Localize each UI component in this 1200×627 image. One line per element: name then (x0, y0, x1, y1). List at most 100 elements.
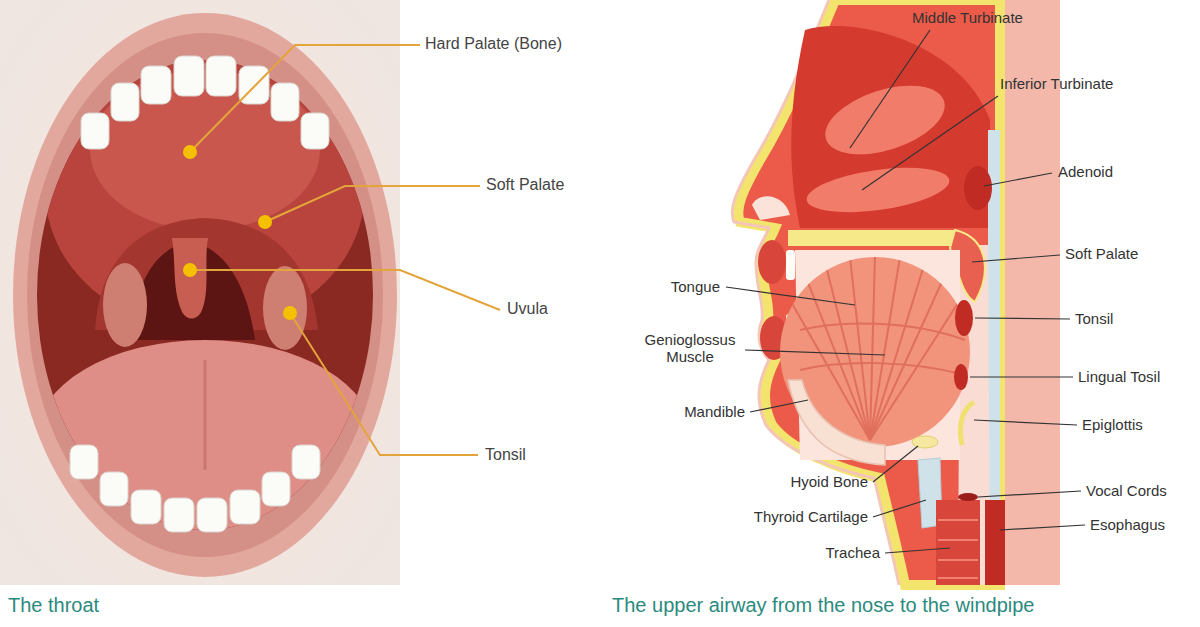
figure-caption: The throat (8, 594, 99, 617)
leader-lines-part (850, 30, 930, 148)
leader-lines (726, 30, 1085, 553)
tonsil-shape (955, 300, 973, 336)
leader-lines-part (745, 350, 885, 355)
upper-teeth-part (111, 83, 139, 121)
part-label: Hyoid Bone (790, 473, 868, 490)
figure-caption: The upper airway from the nose to the wi… (612, 594, 1034, 617)
leader-lines-part (984, 173, 1052, 186)
marker-dots-part (183, 263, 197, 277)
part-label: Hard Palate (Bone) (425, 35, 562, 53)
nostril (752, 196, 790, 220)
part-label: Uvula (507, 300, 548, 318)
part-label: Soft Palate (486, 176, 564, 194)
part-label: Lingual Tosil (1078, 368, 1160, 385)
tongue-striation-part (825, 262, 870, 440)
palate (45, 50, 365, 330)
marker-dots-part (258, 215, 272, 229)
leader-lines-part (974, 420, 1077, 425)
part-label: Adenoid (1058, 163, 1113, 180)
trachea-rings-part (938, 559, 978, 561)
leader-lines-part (265, 186, 480, 222)
part-label: Tonsil (485, 446, 526, 464)
hard-palate (90, 70, 320, 230)
lower-teeth (70, 445, 320, 532)
leader-lines-part (970, 376, 1073, 377)
leader-lines-part (190, 45, 420, 152)
lower-teeth-part (164, 498, 194, 532)
leader-lines (190, 45, 500, 455)
lower-teeth-part (292, 445, 320, 479)
mouth-inside (35, 50, 375, 540)
marker-dots (183, 145, 297, 320)
adenoid-shape (964, 166, 992, 210)
upper-teeth-part (141, 66, 171, 104)
tongue-striation-part (870, 262, 925, 440)
leader-lines-part (873, 446, 918, 482)
upper-teeth-part (206, 56, 236, 96)
leader-lines-part (873, 500, 926, 517)
marker-dots-part (183, 145, 197, 159)
leader-lines-part (978, 491, 1081, 497)
hard-palate-bone (788, 230, 955, 246)
turbinate-shape (817, 72, 953, 167)
part-label: Mandible (684, 403, 745, 420)
lip-inner (27, 33, 383, 557)
upper-teeth-part (271, 83, 299, 121)
leader-lines-part (1000, 525, 1085, 530)
leader-lines-part (190, 270, 500, 310)
leader-lines-part (290, 313, 478, 455)
lower-teeth-part (70, 445, 98, 479)
tonsil-shape (263, 266, 307, 350)
upper-tooth (786, 250, 795, 280)
upper-teeth-part (81, 113, 109, 149)
part-label: Esophagus (1090, 516, 1165, 533)
turbinate-shape (804, 160, 952, 220)
tongue-striation-part (870, 257, 900, 440)
tongue-shape (35, 340, 375, 540)
mouth-illustration (0, 0, 500, 585)
nasal-cavity (791, 26, 990, 228)
upper-lip (758, 240, 786, 284)
mandible-bone (788, 380, 885, 465)
lower-teeth-part (262, 472, 290, 506)
epiglottis-shape (961, 402, 975, 445)
head-tissue (738, 0, 1000, 585)
face-skin (0, 0, 400, 585)
leader-lines-part (750, 400, 808, 412)
tongue-groove (204, 360, 207, 470)
tonsil-shape (103, 263, 147, 347)
upper-teeth-part (301, 113, 329, 149)
leader-lines-part (862, 96, 998, 190)
tongue-striation-part (800, 363, 965, 375)
trachea-rings-part (938, 577, 978, 579)
tongue-striation-part (850, 257, 870, 440)
trachea-rings-part (938, 519, 978, 521)
lips (13, 13, 397, 577)
vocal-cords-shape (958, 493, 978, 501)
lower-teeth-part (197, 498, 227, 532)
leader-lines-part (975, 318, 1070, 319)
lower-teeth-part (100, 472, 128, 506)
upper-teeth (81, 56, 329, 149)
uvula-shape (172, 238, 208, 319)
lower-teeth-part (230, 490, 260, 524)
leader-lines-part (885, 548, 950, 553)
part-label: Inferior Turbinate (1000, 75, 1113, 92)
part-label: Epiglottis (1082, 416, 1143, 433)
tongue-striation-part (800, 323, 965, 340)
leader-lines-part (726, 287, 855, 305)
part-label: Tonsil (1075, 310, 1113, 327)
upper-teeth-part (174, 56, 204, 96)
part-label: Trachea (826, 544, 880, 561)
tongue-striation-part (870, 275, 945, 440)
trachea-tube (936, 500, 980, 585)
marker-dots-part (283, 306, 297, 320)
part-label: Middle Turbinate (912, 9, 1023, 26)
part-label: Tongue (671, 278, 720, 295)
lower-teeth-part (131, 490, 161, 524)
part-label: Vocal Cords (1086, 482, 1167, 499)
part-label: Thyroid Cartilage (754, 508, 868, 525)
hyoid-bone (912, 436, 938, 448)
